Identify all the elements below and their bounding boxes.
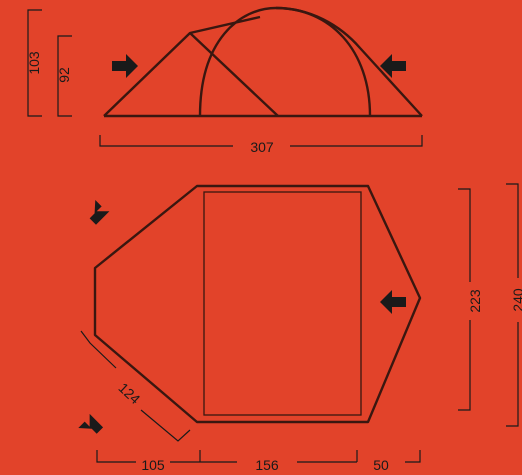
overall-width-label: 240 [510, 288, 522, 312]
overall-height-label: 103 [26, 51, 42, 75]
inner-width-label: 223 [467, 289, 483, 313]
height-dimension-lines [27, 9, 72, 117]
floor-outline [93, 184, 422, 424]
overall-length-label: 307 [250, 139, 274, 155]
side-view: 103 92 307 [26, 6, 423, 155]
segment-left-label: 105 [141, 457, 165, 473]
arrow-up-right-icon [78, 413, 104, 434]
overall-width-dimension-line [506, 183, 519, 427]
diagonal-dimension-line [80, 330, 191, 442]
inner-width-dimension-line [458, 188, 471, 411]
segment-middle-label: 156 [255, 457, 279, 473]
length-dimension-line [99, 135, 423, 147]
vestibule-diagonal-label: 124 [115, 380, 143, 408]
arrow-right-icon [112, 54, 138, 78]
arrow-down-right-icon [89, 199, 110, 225]
floor-plan: 124 223 240 105 156 50 [78, 183, 522, 473]
inner-height-label: 92 [56, 67, 72, 83]
arrow-left-icon [380, 54, 406, 78]
segment-right-label: 50 [373, 457, 389, 473]
bottom-dimension-line [96, 450, 421, 463]
tent-side-outline [103, 6, 423, 118]
arrow-left-icon [380, 290, 406, 314]
